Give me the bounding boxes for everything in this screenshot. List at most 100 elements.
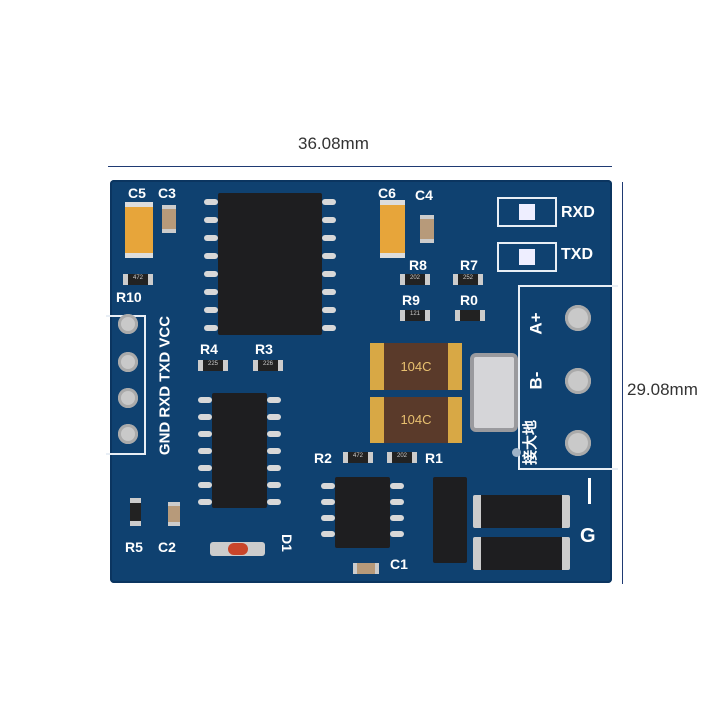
capacitor-c4 [420,215,434,243]
capacitor-c2 [168,502,180,526]
header-pin-vcc [118,314,138,334]
width-dimension-label: 36.08mm [298,134,369,153]
resistor-r10: 472 [123,274,153,285]
mounting-via [512,448,521,457]
label-r0: R0 [460,292,478,308]
label-g: G [580,525,596,547]
ic-pin [204,253,218,259]
label-d1: D1 [278,534,295,552]
ic-pin [267,397,281,403]
ic-pin [321,515,335,521]
ic-pin [204,325,218,331]
label-a-plus: A+ [526,312,546,335]
ic-pin [322,253,336,259]
ic-pin [204,235,218,241]
resistor-r8: 202 [400,274,430,285]
ic-pin [198,465,212,471]
capacitor-104c-top: 104C [370,343,462,390]
label-rxd: RXD [561,204,595,221]
label-earth: 接大地 [521,419,540,466]
header-label: GND RXD TXD VCC [156,315,174,456]
tvs-diode-large [433,477,467,563]
soic16-chip [212,393,267,508]
resistor-r0 [455,310,485,321]
diode-d1 [210,542,265,556]
tvs-diode-1 [473,495,570,528]
ic-pin [322,289,336,295]
capacitor-c5 [125,202,153,258]
ic-pin [322,325,336,331]
resistor-r4: 225 [198,360,228,371]
ic-pin [204,307,218,313]
label-r1-top: R4 [200,341,218,357]
label-b-minus: B- [526,371,546,390]
label-c1: C1 [390,556,408,572]
tvs-diode-2 [473,537,570,570]
ic-pin [321,531,335,537]
ic-pin [322,235,336,241]
ic-pin [204,199,218,205]
ic-pin [321,483,335,489]
resistor-r9: 121 [400,310,430,321]
resistor-r3: 226 [253,360,283,371]
ic-pin [321,499,335,505]
ic-pin [322,199,336,205]
header-pin-gnd [118,424,138,444]
label-r10: R10 [116,289,142,305]
pcb-board: C5 C3 C6 C4 472 R10 R8 202 R7 252 R9 121… [106,180,618,583]
terminal-b [565,368,591,394]
soic8-chip [335,477,390,548]
label-r5: R5 [125,539,143,555]
header-pin-rxd [118,388,138,408]
width-dimension-line [108,166,612,167]
ic-pin [390,499,404,505]
ic-pin [267,465,281,471]
ground-symbol-icon [588,478,591,504]
label-r1: R1 [425,450,443,466]
label-r8: R8 [409,257,427,273]
ic-pin [267,448,281,454]
label-r3: R3 [255,341,273,357]
height-dimension-label: 29.08mm [627,380,698,399]
height-dimension-line [622,182,623,584]
label-c3: C3 [158,185,176,201]
ic-pin [267,414,281,420]
ic-pin [204,289,218,295]
terminal-earth [565,430,591,456]
ic-pin [322,217,336,223]
ic-pin [322,271,336,277]
ic-pin [267,499,281,505]
label-c4: C4 [415,187,433,203]
ic-pin [198,431,212,437]
resistor-r7: 252 [453,274,483,285]
led-rxd [497,197,557,227]
capacitor-c6 [380,200,405,258]
resistor-r2: 472 [343,452,373,463]
ic-pin [322,307,336,313]
ic-pin [198,448,212,454]
capacitor-c1 [353,563,379,574]
capacitor-c3 [162,205,176,233]
ic-pin [198,499,212,505]
header-pin-txd [118,352,138,372]
resistor-r5 [130,498,141,526]
label-r2: R2 [314,450,332,466]
led-txd [497,242,557,272]
ic-pin [390,531,404,537]
label-c2: C2 [158,539,176,555]
label-r9: R9 [402,292,420,308]
ic-pin [267,482,281,488]
inductor [470,353,518,432]
ic-pin [198,482,212,488]
ic-pin [204,217,218,223]
terminal-a [565,305,591,331]
ic-pin [204,271,218,277]
label-c6: C6 [378,185,396,201]
label-r7: R7 [460,257,478,273]
ic-pin [198,414,212,420]
label-txd: TXD [561,246,593,263]
terminal-outline [518,285,618,470]
resistor-r1: 202 [387,452,417,463]
ic-pin [267,431,281,437]
